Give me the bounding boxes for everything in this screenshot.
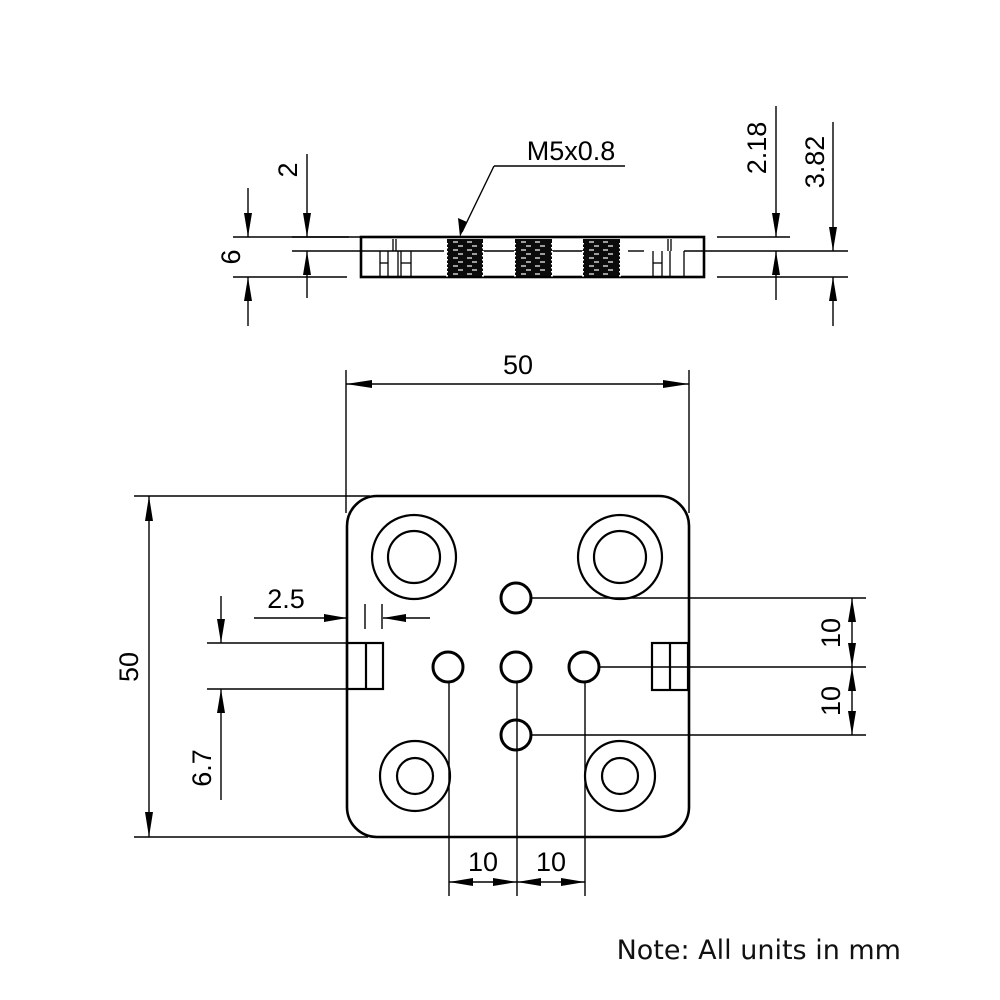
thread-edge-notch [482, 251, 484, 253]
thread-edge-notch [551, 251, 553, 253]
counterbored-hole-top-left [370, 513, 458, 601]
dimension-height-label: 50 [114, 652, 144, 682]
small-hole-top [499, 581, 533, 615]
thread-edge-notch [551, 267, 553, 269]
thread-edge-notch [446, 243, 448, 245]
thread-edge-notch [514, 255, 516, 257]
thread-edge-notch [619, 275, 621, 277]
thread-edge-notch [619, 267, 621, 269]
dimension-right-upper-label: 2.18 [742, 122, 772, 175]
dimension-hole-spacing-vertical-lower-label: 10 [816, 686, 846, 716]
dimension-step-depth: 2 [273, 154, 361, 298]
counterbored-hole-top-right [576, 513, 664, 601]
threaded-hole-3 [583, 239, 620, 276]
thread-edge-notch [514, 275, 516, 277]
dimension-slot-offset: 6.7 [187, 596, 349, 800]
thread-edge-notch [582, 259, 584, 261]
thread-edge-notch [551, 247, 553, 249]
thread-edge-notch [482, 275, 484, 277]
thread-edge-notch [446, 275, 448, 277]
thread-callout: M5x0.8 [458, 136, 625, 237]
dimension-right-lower-label: 3.82 [800, 136, 830, 189]
side-view-plate-outline [359, 235, 706, 279]
thread-edge-notch [514, 267, 516, 269]
small-hole-center [499, 650, 533, 684]
dimension-hole-spacing-vertical: 10 10 [531, 597, 866, 736]
thread-edge-notch [619, 263, 621, 265]
dimension-height: 50 [114, 495, 370, 838]
small-hole-right [567, 650, 601, 684]
thread-edge-notch [619, 251, 621, 253]
thread-edge-notch [514, 271, 516, 273]
thread-edge-notch [514, 243, 516, 245]
left-slot-hidden-lines [379, 239, 412, 276]
thread-edge-notch [482, 247, 484, 249]
thread-edge-notch [582, 251, 584, 253]
thread-edge-notch [619, 247, 621, 249]
thread-edge-notch [446, 271, 448, 273]
dimension-width-label: 50 [503, 350, 533, 380]
thread-edge-notch [551, 255, 553, 257]
units-note: Note: All units in mm [617, 935, 901, 966]
thread-edge-notch [551, 263, 553, 265]
thread-edge-notch [446, 251, 448, 253]
thread-edge-notch [551, 259, 553, 261]
dimension-right-lower: 3.82 [800, 122, 837, 326]
side-view: 6 2 M5x0.8 2.18 [216, 106, 848, 326]
thread-callout-label: M5x0.8 [527, 136, 616, 166]
dimension-slot-depth: 2.5 [254, 584, 430, 629]
dimension-right-upper: 2.18 [717, 106, 848, 300]
threaded-hole-1 [447, 239, 483, 276]
threaded-hole-2 [515, 239, 552, 276]
dimension-thickness-label: 6 [216, 249, 246, 264]
counterbored-hole-bottom-left [378, 739, 452, 813]
thread-edge-notch [446, 263, 448, 265]
thread-edge-notch [582, 255, 584, 257]
thread-edge-notch [582, 263, 584, 265]
dimension-hole-spacing-horizontal-right-label: 10 [536, 847, 566, 877]
thread-edge-notch [482, 259, 484, 261]
thread-edge-notch [514, 263, 516, 265]
dimension-hole-spacing-horizontal-left-label: 10 [468, 847, 498, 877]
thread-edge-notch [482, 255, 484, 257]
dimension-thickness: 6 [216, 188, 349, 326]
thread-edge-notch [446, 259, 448, 261]
thread-edge-notch [514, 251, 516, 253]
thread-edge-notch [446, 247, 448, 249]
thread-edge-notch [551, 243, 553, 245]
counterbored-hole-bottom-right [583, 739, 657, 813]
thread-edge-notch [482, 263, 484, 265]
edge-slot-left [345, 641, 385, 691]
small-hole-left [431, 650, 465, 684]
thread-edge-notch [514, 259, 516, 261]
thread-texture [446, 241, 621, 277]
dimension-width: 50 [345, 350, 690, 513]
dimension-hole-spacing-horizontal: 10 10 [448, 682, 586, 896]
thread-edge-notch [446, 267, 448, 269]
thread-edge-notch [582, 275, 584, 277]
thread-edge-notch [482, 243, 484, 245]
thread-edge-notch [582, 247, 584, 249]
thread-edge-notch [551, 275, 553, 277]
thread-edge-notch [619, 255, 621, 257]
dimension-hole-spacing-vertical-upper-label: 10 [816, 618, 846, 648]
dimension-step-depth-label: 2 [273, 162, 303, 177]
thread-edge-notch [582, 267, 584, 269]
dimension-slot-offset-label: 6.7 [187, 749, 217, 787]
thread-edge-notch [514, 247, 516, 249]
thread-edge-notch [619, 271, 621, 273]
thread-edge-notch [482, 267, 484, 269]
thread-edge-notch [619, 243, 621, 245]
top-view: 50 50 2.5 6.7 [114, 350, 866, 896]
thread-edge-notch [582, 243, 584, 245]
dimension-slot-depth-label: 2.5 [267, 584, 305, 614]
thread-edge-notch [619, 259, 621, 261]
thread-edge-notch [551, 271, 553, 273]
thread-edge-notch [446, 255, 448, 257]
thread-edge-notch [482, 271, 484, 273]
small-hole-bottom [499, 718, 533, 752]
right-slot-hidden-lines [652, 239, 685, 276]
thread-edge-notch [582, 271, 584, 273]
